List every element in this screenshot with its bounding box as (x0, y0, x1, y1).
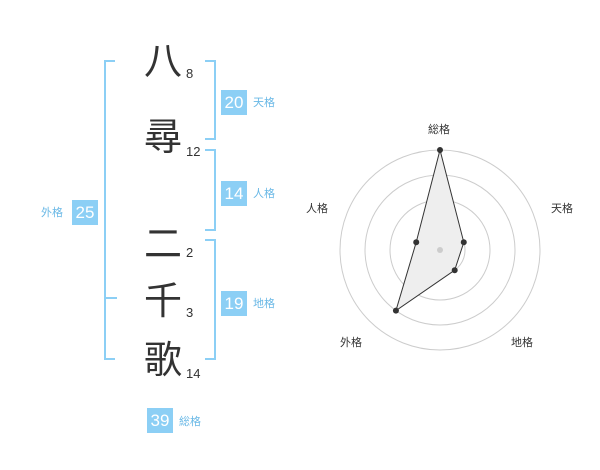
radar-axis-label-gaikaku: 外格 (340, 336, 362, 349)
radar-axis-label-tenkaku: 天格 (551, 202, 573, 215)
gaikaku-bracket (104, 60, 115, 360)
name-char-3: 二 (143, 222, 182, 266)
stroke-count-2: 12 (186, 144, 201, 159)
tenkaku-bracket (205, 60, 216, 140)
chikaku-label: 地格 (253, 297, 275, 310)
radar-center-dot (437, 247, 443, 253)
gaikaku-label: 外格 (41, 206, 63, 219)
name-char-5: 歌 (143, 338, 182, 382)
jinkaku-label: 人格 (253, 187, 275, 200)
jinkaku-bracket (205, 149, 216, 231)
soukaku-value: 39 (147, 408, 173, 433)
radar-chart (339, 147, 541, 351)
radar-point-2 (460, 239, 467, 246)
tenkaku-label: 天格 (253, 96, 275, 109)
radar-axis-label-soukaku: 総格 (428, 123, 450, 136)
name-char-4: 千 (143, 279, 182, 323)
name-char-1: 八 (143, 39, 182, 83)
jinkaku-value: 14 (221, 181, 247, 206)
radar-area (395, 149, 465, 312)
radar-point-1 (437, 147, 443, 153)
radar-point-5 (413, 239, 420, 246)
name-char-2: 尋 (143, 115, 182, 159)
stroke-count-3: 2 (186, 245, 194, 260)
radar-points (392, 147, 467, 314)
soukaku-label: 総格 (179, 415, 201, 428)
stroke-count-5: 14 (186, 366, 201, 381)
radar-axis-label-chikaku: 地格 (511, 336, 533, 349)
radar-point-4 (392, 307, 399, 314)
stroke-count-4: 3 (186, 305, 194, 320)
radar-point-3 (451, 267, 458, 274)
radar-axis-label-jinkaku: 人格 (306, 202, 328, 215)
stroke-count-1: 8 (186, 66, 194, 81)
tenkaku-value: 20 (221, 90, 247, 115)
gaikaku-value: 25 (72, 200, 98, 225)
chikaku-bracket (205, 239, 216, 360)
chikaku-value: 19 (221, 291, 247, 316)
